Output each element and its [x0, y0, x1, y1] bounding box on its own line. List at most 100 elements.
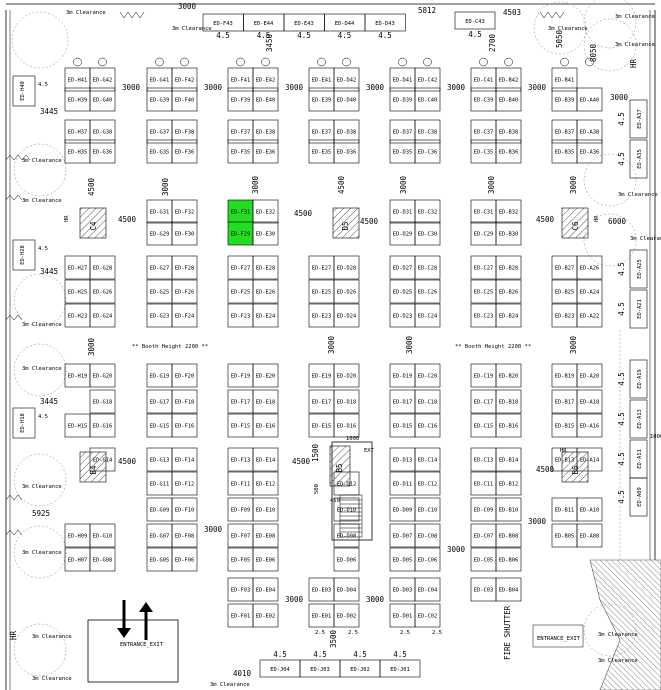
- booth-cell[interactable]: ED-E36: [252, 139, 279, 164]
- booth-cell[interactable]: ED-B42: [495, 67, 522, 92]
- booth-cell[interactable]: ED-H27: [64, 255, 91, 280]
- booth-cell[interactable]: ED-A16: [576, 413, 603, 438]
- booth-cell[interactable]: ED-G23: [146, 303, 173, 328]
- booth-cell[interactable]: ED-F40: [171, 87, 198, 112]
- booth-cell[interactable]: ED-E41: [308, 67, 335, 92]
- booth-cell[interactable]: ED-E12: [252, 471, 279, 496]
- booth-cell[interactable]: ED-A24: [576, 279, 603, 304]
- booth-cell[interactable]: ED-G10: [89, 523, 116, 548]
- booth-cell[interactable]: ED-D26: [333, 279, 360, 304]
- booth-cell[interactable]: ED-E20: [252, 363, 279, 388]
- booth-cell[interactable]: ED-G25: [146, 279, 173, 304]
- booth-cell[interactable]: ED-F30: [171, 221, 198, 246]
- booth-cell[interactable]: ED-B05: [551, 523, 578, 548]
- booth-cell[interactable]: ED-F41: [227, 67, 254, 92]
- booth-cell[interactable]: ED-E02: [252, 603, 279, 628]
- booth-cell[interactable]: ED-H07: [64, 547, 91, 572]
- booth-cell[interactable]: ED-H35: [64, 139, 91, 164]
- booth-cell[interactable]: ED-B17: [551, 389, 578, 414]
- booth-cell[interactable]: ED-D04: [333, 577, 360, 602]
- booth-cell[interactable]: ED-B30: [495, 221, 522, 246]
- booth-cell[interactable]: ED-A38: [576, 119, 603, 144]
- booth-cell[interactable]: ED-F11: [227, 471, 254, 496]
- booth-cell[interactable]: ED-F18: [171, 389, 198, 414]
- booth-cell[interactable]: ED-G15: [146, 413, 173, 438]
- booth-cell[interactable]: ED-E42: [252, 67, 279, 92]
- booth-cell[interactable]: ED-C15: [470, 413, 497, 438]
- booth-cell[interactable]: ED-F25: [227, 279, 254, 304]
- booth-cell[interactable]: ED-B25: [551, 279, 578, 304]
- booth-cell[interactable]: ED-E10: [252, 497, 279, 522]
- booth-cell[interactable]: ED-D06: [333, 547, 360, 572]
- booth-cell[interactable]: ED-H19: [64, 363, 91, 388]
- booth-cell[interactable]: ED-F39: [227, 87, 254, 112]
- booth-cell[interactable]: ED-D07: [389, 523, 416, 548]
- booth-cell[interactable]: ED-D42: [333, 67, 360, 92]
- booth-cell[interactable]: ED-C17: [470, 389, 497, 414]
- booth-cell[interactable]: ED-F16: [171, 413, 198, 438]
- booth-cell[interactable]: ED-F14: [171, 447, 198, 472]
- booth-cell[interactable]: ED-C36: [414, 139, 441, 164]
- booth-cell[interactable]: ED-D24: [333, 303, 360, 328]
- booth-cell[interactable]: ED-C38: [414, 119, 441, 144]
- booth-cell[interactable]: ED-E40: [252, 87, 279, 112]
- booth-cell[interactable]: ED-E08: [252, 523, 279, 548]
- booth-cell[interactable]: ED-B20: [495, 363, 522, 388]
- booth-cell[interactable]: ED-A36: [576, 139, 603, 164]
- booth-cell[interactable]: ED-F23: [227, 303, 254, 328]
- booth-cell[interactable]: ED-A40: [576, 87, 603, 112]
- booth-cell[interactable]: ED-C32: [414, 199, 441, 224]
- booth-cell[interactable]: ED-D18: [333, 389, 360, 414]
- booth-cell[interactable]: ED-B37: [551, 119, 578, 144]
- booth-cell[interactable]: ED-A20: [576, 363, 603, 388]
- booth-cell[interactable]: ED-C20: [414, 363, 441, 388]
- booth-cell[interactable]: ED-F36: [171, 139, 198, 164]
- booth-cell[interactable]: ED-C37: [470, 119, 497, 144]
- booth-cell[interactable]: ED-F24: [171, 303, 198, 328]
- booth-cell[interactable]: ED-B32: [495, 199, 522, 224]
- booth-cell[interactable]: ED-F05: [227, 547, 254, 572]
- booth-cell[interactable]: ED-F29: [227, 221, 254, 246]
- booth-cell[interactable]: ED-C30: [414, 221, 441, 246]
- booth-cell[interactable]: ED-C40: [414, 87, 441, 112]
- booth-cell[interactable]: ED-C29: [470, 221, 497, 246]
- booth-cell[interactable]: ED-C18: [414, 389, 441, 414]
- booth-cell[interactable]: ED-D11: [389, 471, 416, 496]
- booth-cell[interactable]: ED-B38: [495, 119, 522, 144]
- booth-cell[interactable]: ED-D15: [389, 413, 416, 438]
- booth-cell[interactable]: ED-D02: [333, 603, 360, 628]
- booth-cell[interactable]: ED-B11: [551, 497, 578, 522]
- booth-cell[interactable]: ED-F13: [227, 447, 254, 472]
- booth-cell[interactable]: ED-G08: [89, 547, 116, 572]
- booth-cell[interactable]: ED-G17: [146, 389, 173, 414]
- booth-cell[interactable]: ED-D16: [333, 413, 360, 438]
- booth-cell[interactable]: ED-D35: [389, 139, 416, 164]
- booth-cell[interactable]: ED-D17: [389, 389, 416, 414]
- booth-cell[interactable]: ED-G36: [89, 139, 116, 164]
- booth-cell[interactable]: ED-D31: [389, 199, 416, 224]
- booth-cell[interactable]: ED-B28: [495, 255, 522, 280]
- booth-cell[interactable]: ED-E19: [308, 363, 335, 388]
- booth-cell[interactable]: ED-E06: [252, 547, 279, 572]
- booth-cell[interactable]: ED-E14: [252, 447, 279, 472]
- booth-cell[interactable]: ED-D25: [389, 279, 416, 304]
- booth-cell[interactable]: ED-D38: [333, 119, 360, 144]
- booth-cell[interactable]: ED-B39: [551, 87, 578, 112]
- booth-cell[interactable]: ED-D36: [333, 139, 360, 164]
- booth-cell[interactable]: ED-D03: [389, 577, 416, 602]
- booth-cell[interactable]: ED-C09: [470, 497, 497, 522]
- booth-cell[interactable]: ED-G05: [146, 547, 173, 572]
- booth-cell[interactable]: ED-E17: [308, 389, 335, 414]
- booth-cell[interactable]: ED-D27: [389, 255, 416, 280]
- booth-cell[interactable]: ED-E16: [252, 413, 279, 438]
- booth-cell[interactable]: ED-C25: [470, 279, 497, 304]
- booth-cell[interactable]: ED-F35: [227, 139, 254, 164]
- booth-cell[interactable]: ED-F07: [227, 523, 254, 548]
